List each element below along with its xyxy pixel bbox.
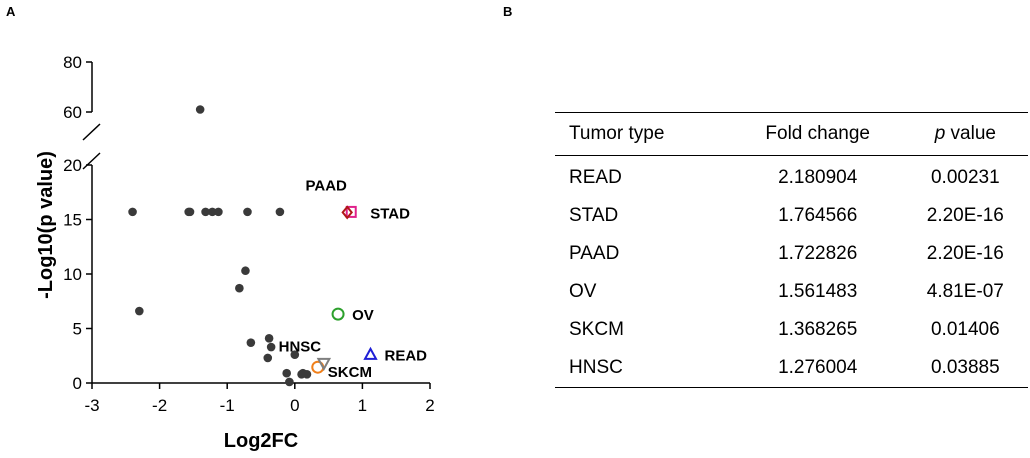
panel-a-label: A: [6, 4, 16, 19]
cell-fold-change: 1.561483: [778, 281, 858, 302]
panel-b-label: B: [503, 4, 513, 19]
ov-label: OV: [352, 307, 374, 324]
header-value-word: value: [945, 123, 996, 144]
cell-tumor-type: READ: [569, 167, 622, 188]
hnsc-label: HNSC: [279, 338, 322, 355]
data-point: [135, 306, 144, 316]
cell-p-value: 0.03885: [902, 349, 1028, 388]
cell-fold-change: 1.764566: [778, 205, 858, 226]
data-point: [290, 350, 300, 359]
cell-fold-change: 1.722826: [778, 243, 858, 264]
cell-p-value: 2.20E-16: [926, 243, 1004, 264]
data-point: [246, 338, 256, 347]
y-tick-label: 80: [63, 53, 82, 72]
data-point: [201, 207, 210, 217]
cell-fold-change: 2.180904: [778, 167, 858, 188]
table-row: READ 2.180904 0.00231: [555, 156, 1028, 198]
cell-tumor-type: SKCM: [569, 319, 624, 340]
data-point: [128, 207, 137, 217]
x-axis-label: Log2FC: [224, 430, 298, 452]
data-point: [275, 207, 285, 217]
data-point: [285, 377, 294, 387]
cell-tumor-type: STAD: [569, 205, 619, 226]
cell-fold-change: 1.276004: [732, 349, 903, 388]
cell-tumor-type: HNSC: [555, 349, 733, 388]
y-tick-label: 5: [73, 320, 82, 339]
read-marker: [363, 346, 378, 360]
y-tick-label: 0: [73, 374, 82, 393]
read-label: READ: [385, 347, 428, 364]
skcm-label: SKCM: [328, 364, 372, 381]
y-tick-label: 60: [63, 103, 82, 122]
ov-marker: [331, 307, 345, 321]
data-point: [263, 353, 273, 363]
x-tick-label: 2: [425, 396, 434, 415]
x-tick-label: -2: [152, 396, 167, 415]
paad-label: PAAD: [306, 177, 348, 194]
stad-marker: [345, 205, 357, 218]
x-tick-label: -3: [84, 396, 99, 415]
stad-label: STAD: [370, 205, 410, 222]
results-table: Tumor type Fold change p value READ 2.180…: [555, 112, 1028, 388]
cell-p-value: 2.20E-16: [926, 205, 1004, 226]
data-point: [264, 334, 274, 343]
x-tick-label: 1: [358, 396, 367, 415]
cell-fold-change: 1.368265: [778, 319, 858, 340]
header-fold-change: Fold change: [732, 112, 903, 156]
table-row: STAD 1.764566 2.20E-16: [555, 197, 1028, 235]
data-point: [282, 368, 291, 378]
cell-tumor-type: OV: [569, 281, 597, 302]
paad-marker: [341, 205, 353, 220]
axis-break-mark: [82, 123, 101, 141]
data-point: [195, 105, 205, 114]
y-axis-label: -Log10(p value): [35, 151, 57, 299]
y-tick-label: 10: [63, 265, 82, 284]
cell-p-value: 4.81E-07: [926, 281, 1004, 302]
x-tick-label: 0: [290, 396, 299, 415]
header-tumor-type: Tumor type: [555, 112, 733, 156]
data-point: [235, 283, 244, 293]
cell-p-value: 0.01406: [930, 319, 1000, 340]
data-point: [185, 207, 195, 217]
x-tick-label: -1: [220, 396, 235, 415]
table-header-row: Tumor type Fold change p value: [555, 112, 1028, 156]
cell-tumor-type: PAAD: [569, 243, 620, 264]
table-row: OV 1.561483 4.81E-07: [555, 273, 1028, 311]
y-tick-label: 15: [63, 211, 82, 230]
table-row: SKCM 1.368265 0.01406: [555, 311, 1028, 349]
data-point: [243, 207, 252, 217]
axis-break-mark: [82, 152, 101, 170]
data-point: [214, 207, 223, 217]
y-tick-label: 20: [63, 156, 82, 175]
data-point: [297, 369, 306, 379]
data-point: [208, 207, 217, 217]
data-point: [266, 342, 276, 352]
table-row: PAAD 1.722826 2.20E-16: [555, 235, 1028, 273]
header-p-value: p value: [902, 112, 1028, 156]
cell-p-value: 0.00231: [930, 167, 1000, 188]
hnsc-marker: [316, 357, 332, 371]
header-p-symbol: p: [934, 123, 946, 144]
data-point: [241, 266, 250, 276]
